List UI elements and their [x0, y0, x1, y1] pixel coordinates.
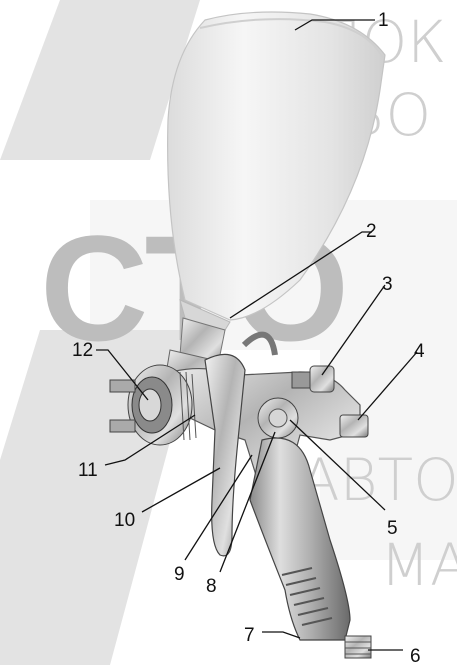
callout-1: 1 [378, 10, 389, 31]
leader-7 [262, 631, 301, 639]
fluid-adjustment-knob [291, 365, 335, 393]
callout-2: 2 [366, 221, 377, 242]
callout-12: 12 [72, 340, 93, 361]
leader-lines [96, 19, 418, 651]
callout-9: 9 [174, 564, 185, 585]
callout-4: 4 [414, 341, 425, 362]
watermark-line4: МА [380, 531, 457, 599]
callout-3: 3 [382, 274, 393, 295]
leader-2 [229, 231, 372, 319]
watermark-line3: АВТО [300, 446, 457, 514]
watermark-block [90, 200, 457, 560]
leader-8 [219, 431, 276, 573]
leader-11 [104, 414, 196, 466]
air-valve [339, 414, 369, 438]
callout-8: 8 [206, 576, 217, 597]
watermark-stripe-top [0, 0, 200, 160]
callout-7: 7 [244, 625, 255, 646]
air-cap [109, 364, 197, 446]
air-inlet-fitting [344, 635, 372, 659]
leader-10 [141, 467, 221, 513]
leader-12 [96, 349, 149, 401]
leader-4 [357, 351, 418, 421]
callout-6: 6 [410, 646, 421, 665]
leader-1 [294, 19, 375, 31]
leader-3 [321, 284, 386, 376]
gun-body [148, 331, 361, 641]
pattern-adjustment-knob [257, 397, 299, 439]
callout-11: 11 [78, 460, 98, 481]
leader-9 [184, 454, 253, 561]
callout-5: 5 [387, 518, 398, 539]
leader-5 [289, 419, 386, 511]
paint-cup [167, 11, 386, 336]
callout-labels: 1 2 3 4 5 6 7 8 9 10 11 12 [72, 10, 425, 665]
callout-10: 10 [114, 510, 135, 531]
